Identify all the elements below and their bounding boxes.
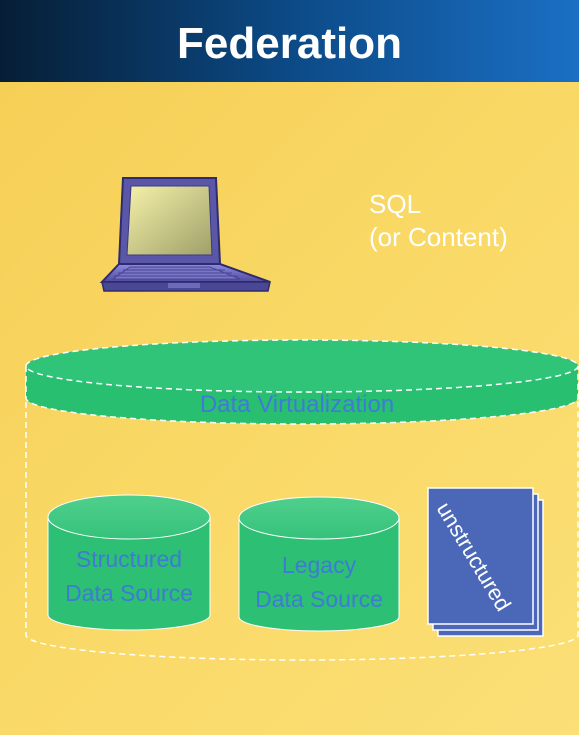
database-cylinder-icon: [238, 496, 400, 632]
data-virtualization-layer: Data Virtualization: [25, 339, 579, 425]
laptop-icon: [99, 177, 271, 292]
slide-title: Federation: [177, 19, 402, 68]
legacy-label-line1: Legacy: [282, 552, 357, 578]
structured-label-line1: Structured: [76, 546, 182, 572]
title-bar: [0, 0, 579, 82]
legacy-data-source: Legacy Data Source: [238, 496, 400, 632]
unstructured-data-source: unstructured: [427, 487, 544, 637]
database-cylinder-icon: [47, 494, 211, 631]
structured-label-line2: Data Source: [65, 580, 193, 606]
content-label: (or Content): [369, 222, 508, 252]
sql-label: SQL: [369, 189, 421, 219]
virtualization-container: [25, 382, 579, 661]
document-stack-icon: [427, 487, 544, 637]
data-virtualization-label: Data Virtualization: [200, 391, 394, 418]
legacy-label-line2: Data Source: [255, 586, 383, 612]
structured-data-source: Structured Data Source: [47, 494, 211, 631]
